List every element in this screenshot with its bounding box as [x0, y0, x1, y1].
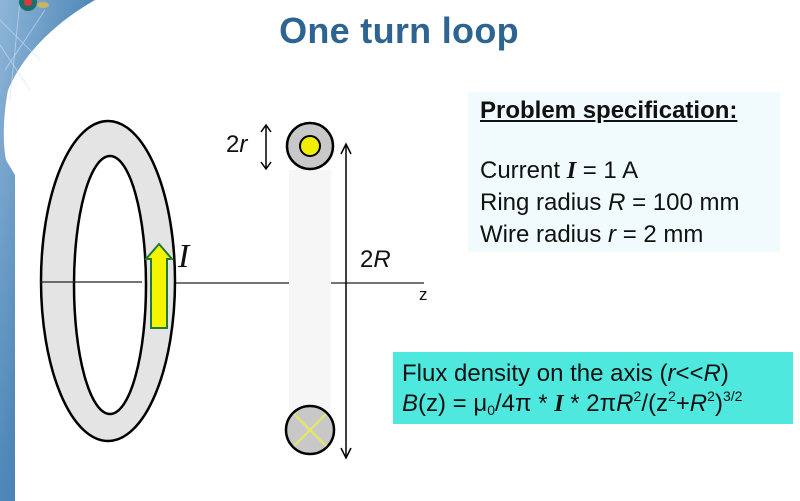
label-current-I: I [178, 238, 189, 276]
spec-wire-radius-value: = 2 mm [616, 221, 704, 248]
problem-specification-box: Problem specification: Current I = 1 A R… [468, 92, 780, 252]
logo-icon [19, 0, 49, 11]
formula-part2: /4π * [494, 390, 555, 417]
formula-sq2: 2 [667, 388, 676, 404]
flux-desc-R: R [703, 360, 721, 387]
spec-current: Current I = 1 A [480, 157, 638, 185]
formula-sq1: 2 [633, 388, 642, 404]
label-2r: 2r [226, 131, 247, 159]
formula-part3: * 2π [563, 390, 617, 417]
spec-wire-radius-label: Wire radius [480, 221, 609, 248]
flux-description: Flux density on the axis (r<<R) [402, 360, 729, 388]
spec-wire-radius: Wire radius r = 2 mm [480, 221, 703, 249]
slide-title: One turn loop [0, 10, 800, 52]
dimension-2r-arrow [260, 123, 272, 171]
flux-desc-suffix: ) [720, 360, 729, 387]
spec-current-label: Current [480, 157, 567, 184]
formula-R2: R [689, 390, 708, 417]
dimension-2R-arrow [340, 142, 352, 460]
formula-mu-sub: 0 [487, 402, 495, 418]
spec-ring-radius-symbol: R [608, 189, 626, 216]
slide-title-text: One turn loop [279, 10, 519, 51]
flux-density-box: Flux density on the axis (r<<R) B(z) = μ… [393, 352, 793, 424]
label-z-text: z [419, 285, 428, 304]
label-2R: 2R [360, 246, 391, 274]
formula-R1: R [616, 390, 634, 417]
formula-part4: /(z [641, 390, 668, 417]
label-2r-symbol: r [239, 131, 248, 158]
formula-exponent: 3/2 [722, 388, 743, 404]
corner-network-lines [0, 0, 46, 101]
spec-ring-radius-value: = 100 mm [625, 189, 740, 216]
current-arrow-icon [143, 242, 175, 329]
label-current-text: I [178, 238, 190, 275]
formula-I: I [554, 391, 564, 417]
formula-arg: (z) = μ [418, 390, 488, 417]
label-2r-number: 2 [226, 131, 240, 158]
corner-swoosh [0, 0, 95, 501]
label-z-axis: z [419, 285, 428, 305]
wire-top-core-out-of-page [299, 135, 321, 157]
label-2R-symbol: R [373, 246, 391, 273]
wire-band [289, 170, 331, 410]
flux-desc-prefix: Flux density on the axis ( [402, 360, 668, 387]
wire-bottom-cross-into-page-icon [293, 413, 327, 447]
spec-current-value: = 1 A [576, 157, 639, 184]
spec-current-symbol: I [566, 158, 577, 184]
flux-formula: B(z) = μ0/4π * I * 2πR2/(z2+R2)3/2 [402, 388, 743, 418]
spec-ring-radius-label: Ring radius [480, 189, 609, 216]
formula-part6: ) [714, 390, 723, 417]
spec-ring-radius: Ring radius R = 100 mm [480, 189, 739, 217]
ring-inner [72, 154, 148, 416]
formula-B: B [402, 390, 419, 417]
formula-sq3: 2 [707, 388, 715, 404]
label-2R-number: 2 [360, 246, 374, 273]
spec-heading: Problem specification: [480, 97, 738, 124]
formula-part5: + [675, 390, 690, 417]
spec-wire-radius-symbol: r [608, 221, 617, 248]
flux-desc-r: r [667, 360, 676, 387]
flux-desc-mid: << [675, 360, 704, 387]
